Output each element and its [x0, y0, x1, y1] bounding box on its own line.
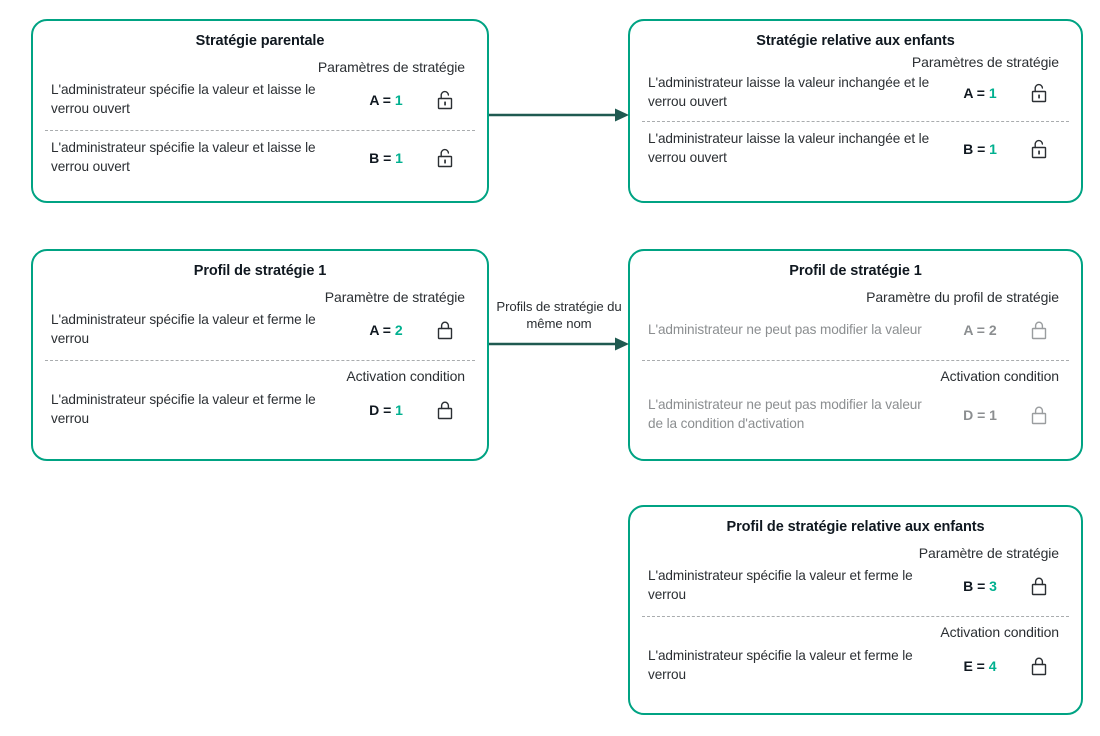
card-title: Stratégie parentale — [195, 33, 325, 49]
arrow-middle — [488, 332, 630, 356]
section-label: Paramètres de stratégie — [911, 53, 1059, 70]
table-row: L'administrateur spécifie la valeur et l… — [33, 78, 487, 124]
arrow-middle-label: Profils de stratégie du même nom — [496, 299, 622, 332]
row-value-key: A = — [963, 321, 989, 338]
row-value-number: 2 — [988, 321, 997, 338]
card-policy-profile-1-left: Profil de stratégie 1 Paramètre de strat… — [31, 249, 489, 461]
row-description: L'administrateur ne peut pas modifier la… — [648, 397, 922, 431]
row-description: L'administrateur spécifie la valeur et f… — [648, 568, 913, 602]
row-value-key: D = — [369, 401, 396, 418]
section-label: Paramètres de stratégie — [317, 58, 465, 75]
row-description: L'administrateur laisse la valeur inchan… — [648, 75, 930, 109]
lock-icon — [1019, 575, 1059, 597]
lock-icon — [1019, 655, 1059, 677]
lock-icon — [1019, 404, 1059, 426]
row-value-key: E = — [963, 657, 989, 674]
row-value: A = 2 — [347, 322, 425, 338]
section-label: Paramètre de stratégie — [324, 288, 465, 305]
table-row: L'administrateur ne peut pas modifier la… — [630, 387, 1081, 443]
arrow-top — [488, 103, 630, 127]
row-value: B = 1 — [941, 141, 1019, 157]
row-description: L'administrateur ne peut pas modifier la… — [648, 321, 922, 337]
row-description: L'administrateur laisse la valeur inchan… — [648, 131, 930, 165]
card-title: Stratégie relative aux enfants — [756, 33, 955, 49]
table-row: L'administrateur spécifie la valeur et f… — [33, 387, 487, 433]
unlock-icon — [425, 147, 465, 169]
table-row: L'administrateur laisse la valeur inchan… — [630, 126, 1081, 172]
card-parent-policy: Stratégie parentale Paramètres de straté… — [31, 19, 489, 203]
row-value-number: 2 — [394, 321, 403, 338]
section-label: Activation condition — [346, 367, 465, 384]
row-divider — [642, 615, 1069, 617]
row-value-key: B = — [963, 140, 990, 157]
section-label: Activation condition — [940, 623, 1059, 640]
table-row: L'administrateur laisse la valeur inchan… — [630, 73, 1081, 115]
row-divider — [642, 359, 1069, 361]
row-value-number: 3 — [989, 577, 997, 594]
row-description: L'administrateur spécifie la valeur et f… — [648, 648, 913, 682]
row-divider — [45, 129, 475, 131]
section-label: Paramètre de stratégie — [918, 544, 1059, 561]
row-value: D = 1 — [941, 407, 1019, 423]
table-row: L'administrateur ne peut pas modifier la… — [630, 308, 1081, 354]
row-value-key: D = — [963, 406, 990, 423]
row-value-key: B = — [963, 577, 990, 594]
card-child-policy-profile: Profil de stratégie relative aux enfants… — [628, 505, 1083, 715]
row-value-key: A = — [369, 321, 395, 338]
row-value-number: 1 — [394, 91, 403, 108]
table-row: L'administrateur spécifie la valeur et l… — [33, 135, 487, 181]
row-value: E = 4 — [941, 658, 1019, 674]
card-policy-profile-1-right: Profil de stratégie 1 Paramètre du profi… — [628, 249, 1083, 461]
row-value-key: B = — [369, 149, 396, 166]
unlock-icon — [1019, 138, 1059, 160]
row-value: A = 1 — [347, 92, 425, 108]
unlock-icon — [1019, 82, 1059, 104]
row-value-number: 1 — [395, 149, 403, 166]
section-label: Activation condition — [940, 367, 1059, 384]
row-value-key: A = — [369, 91, 395, 108]
row-value-number: 1 — [989, 140, 997, 157]
unlock-icon — [425, 89, 465, 111]
row-value: B = 3 — [941, 578, 1019, 594]
lock-icon — [1019, 319, 1059, 341]
row-divider — [45, 359, 475, 361]
table-row: L'administrateur spécifie la valeur et f… — [630, 643, 1081, 689]
card-child-policy: Stratégie relative aux enfants Paramètre… — [628, 19, 1083, 203]
card-title: Profil de stratégie relative aux enfants — [726, 519, 985, 535]
lock-icon — [425, 319, 465, 341]
table-row: L'administrateur spécifie la valeur et f… — [630, 564, 1081, 610]
row-value-number: 1 — [989, 406, 997, 423]
card-title: Profil de stratégie 1 — [789, 263, 922, 279]
card-title: Profil de stratégie 1 — [193, 263, 327, 279]
row-divider — [642, 120, 1069, 122]
row-value-number: 4 — [988, 657, 997, 674]
row-description: L'administrateur spécifie la valeur et f… — [51, 312, 316, 346]
row-value: A = 1 — [941, 85, 1019, 101]
row-value-number: 1 — [395, 401, 403, 418]
row-description: L'administrateur spécifie la valeur et f… — [51, 392, 316, 426]
row-value-key: A = — [963, 84, 989, 101]
row-description: L'administrateur spécifie la valeur et l… — [51, 82, 316, 116]
row-value: A = 2 — [941, 322, 1019, 338]
table-row: L'administrateur spécifie la valeur et f… — [33, 308, 487, 354]
lock-icon — [425, 399, 465, 421]
row-value: B = 1 — [347, 150, 425, 166]
row-value-number: 1 — [988, 84, 997, 101]
row-description: L'administrateur spécifie la valeur et l… — [51, 140, 316, 174]
row-value: D = 1 — [347, 402, 425, 418]
section-label: Paramètre du profil de stratégie — [866, 288, 1059, 305]
